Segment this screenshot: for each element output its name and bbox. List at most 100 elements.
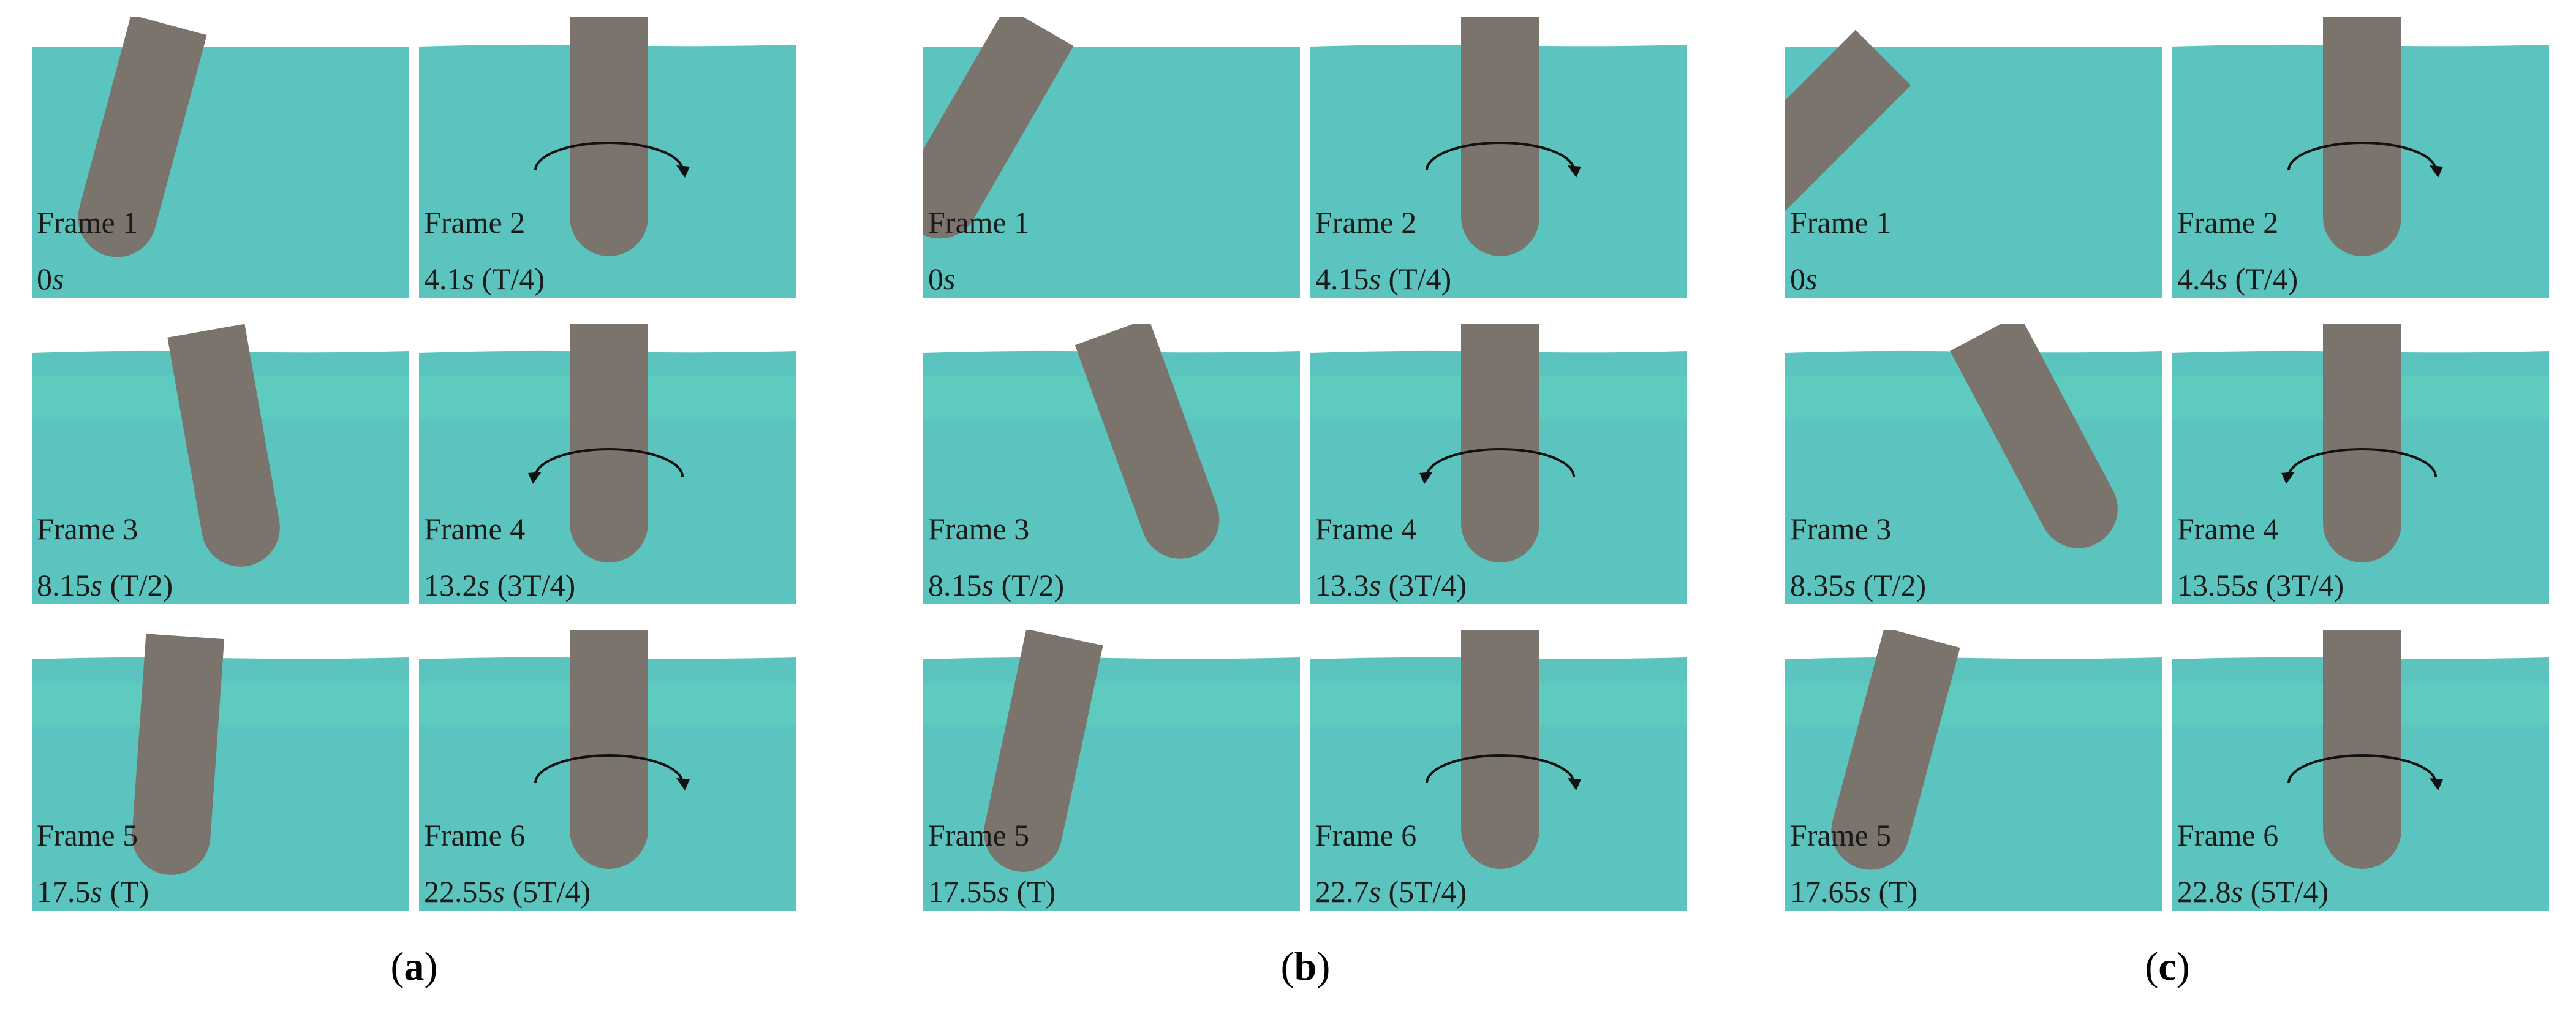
group-caption-a: (a) — [390, 944, 438, 989]
clockwise-arrow-icon — [1568, 165, 1581, 178]
pile-body — [1785, 29, 1911, 238]
clockwise-arrow-icon — [1568, 778, 1581, 790]
frame-label: Frame 6 — [1315, 818, 1417, 852]
frame-label: Frame 3 — [1790, 512, 1892, 546]
time-label: 8.15s (T/2) — [928, 570, 1064, 600]
frame-scene — [1310, 17, 1687, 298]
time-unit: s — [493, 874, 505, 909]
time-unit: s — [943, 262, 956, 296]
pile-body — [984, 630, 1103, 872]
pile-body — [78, 17, 207, 257]
time-value: 0 — [37, 262, 52, 296]
counterclockwise-arrow-icon — [1419, 472, 1433, 484]
pile-body — [1950, 324, 2118, 548]
water-body — [32, 47, 409, 298]
pile-body — [2323, 324, 2401, 562]
time-label: 0s — [1790, 263, 1817, 294]
pile-body — [2323, 17, 2401, 256]
time-unit: s — [1369, 874, 1381, 909]
counterclockwise-arrow-icon — [2281, 472, 2295, 484]
time-phase: (T/4) — [474, 262, 545, 296]
clockwise-arrow-icon — [676, 165, 690, 178]
time-unit: s — [1859, 874, 1871, 909]
rotation-arrow-arc — [534, 448, 684, 477]
frame-scene — [419, 17, 796, 298]
frame-scene — [2172, 17, 2549, 298]
time-phase: (T/4) — [1380, 262, 1452, 296]
time-value: 8.35 — [1790, 568, 1844, 602]
pile-body — [570, 17, 648, 256]
pile-body — [1831, 630, 1960, 870]
time-value: 13.2 — [424, 568, 478, 602]
time-label: 0s — [37, 263, 64, 294]
time-unit: s — [90, 874, 102, 909]
time-value: 8.15 — [37, 568, 91, 602]
pile-body — [1075, 324, 1220, 559]
water-band — [923, 683, 1300, 725]
frame-label: Frame 6 — [2177, 818, 2279, 852]
time-label: 8.15s (T/2) — [37, 570, 173, 600]
free-surface-wave — [1785, 657, 2162, 661]
rotation-arrow-arc — [534, 754, 684, 784]
frame-panel-c-3: Frame 3 8.35s (T/2) — [1785, 324, 2162, 604]
frame-scene — [1310, 630, 1687, 911]
time-phase: (3T/4) — [1380, 568, 1467, 602]
time-label: 22.7s (5T/4) — [1315, 876, 1467, 907]
clockwise-arrow-icon — [2430, 778, 2443, 790]
time-unit: s — [2230, 874, 2243, 909]
time-label: 8.35s (T/2) — [1790, 570, 1926, 600]
pile-body — [570, 630, 648, 869]
pile-body — [1461, 324, 1539, 562]
frame-panel-a-1: Frame 1 0s — [32, 17, 409, 298]
time-phase: (T/2) — [1855, 568, 1927, 602]
frame-scene — [32, 324, 409, 604]
time-value: 4.15 — [1315, 262, 1369, 296]
frame-scene — [1785, 630, 2162, 911]
water-band — [1785, 683, 2162, 725]
pile-body — [1461, 17, 1539, 256]
pile-body — [2323, 630, 2401, 869]
time-unit: s — [981, 568, 994, 602]
frame-label: Frame 1 — [1790, 205, 1892, 240]
frame-label: Frame 1 — [37, 205, 138, 240]
group-label: c — [2158, 944, 2177, 989]
rotation-arrow-arc — [1426, 448, 1575, 477]
frame-label: Frame 4 — [2177, 512, 2279, 546]
time-phase: (3T/4) — [489, 568, 576, 602]
time-unit: s — [2215, 262, 2227, 296]
time-value: 8.15 — [928, 568, 982, 602]
frame-label: Frame 5 — [1790, 818, 1892, 852]
free-surface-wave — [923, 657, 1300, 661]
frame-label: Frame 3 — [928, 512, 1030, 546]
clockwise-arrow-icon — [676, 778, 690, 790]
frame-panel-a-3: Frame 3 8.15s (T/2) — [32, 324, 409, 604]
frame-scene — [923, 630, 1300, 911]
rotation-arrow-arc — [2287, 448, 2437, 477]
rotation-arrow-arc — [534, 142, 684, 171]
time-value: 4.4 — [2177, 262, 2216, 296]
time-value: 22.55 — [424, 874, 493, 909]
frame-label: Frame 3 — [37, 512, 138, 546]
time-value: 13.3 — [1315, 568, 1369, 602]
time-phase: (T) — [1008, 874, 1056, 909]
frame-scene — [1785, 324, 2162, 604]
frame-scene — [1310, 324, 1687, 604]
frame-label: Frame 4 — [1315, 512, 1417, 546]
group-caption-c: (c) — [2145, 944, 2190, 989]
clockwise-arrow-icon — [2430, 165, 2443, 178]
time-phase: (T/2) — [102, 568, 173, 602]
time-unit: s — [1843, 568, 1856, 602]
time-label: 17.5s (T) — [37, 876, 149, 907]
time-phase: (3T/4) — [2257, 568, 2344, 602]
time-label: 4.4s (T/4) — [2177, 263, 2298, 294]
frame-label: Frame 6 — [424, 818, 526, 852]
frame-scene — [32, 17, 409, 298]
frame-label: Frame 4 — [424, 512, 526, 546]
time-value: 17.65 — [1790, 874, 1859, 909]
